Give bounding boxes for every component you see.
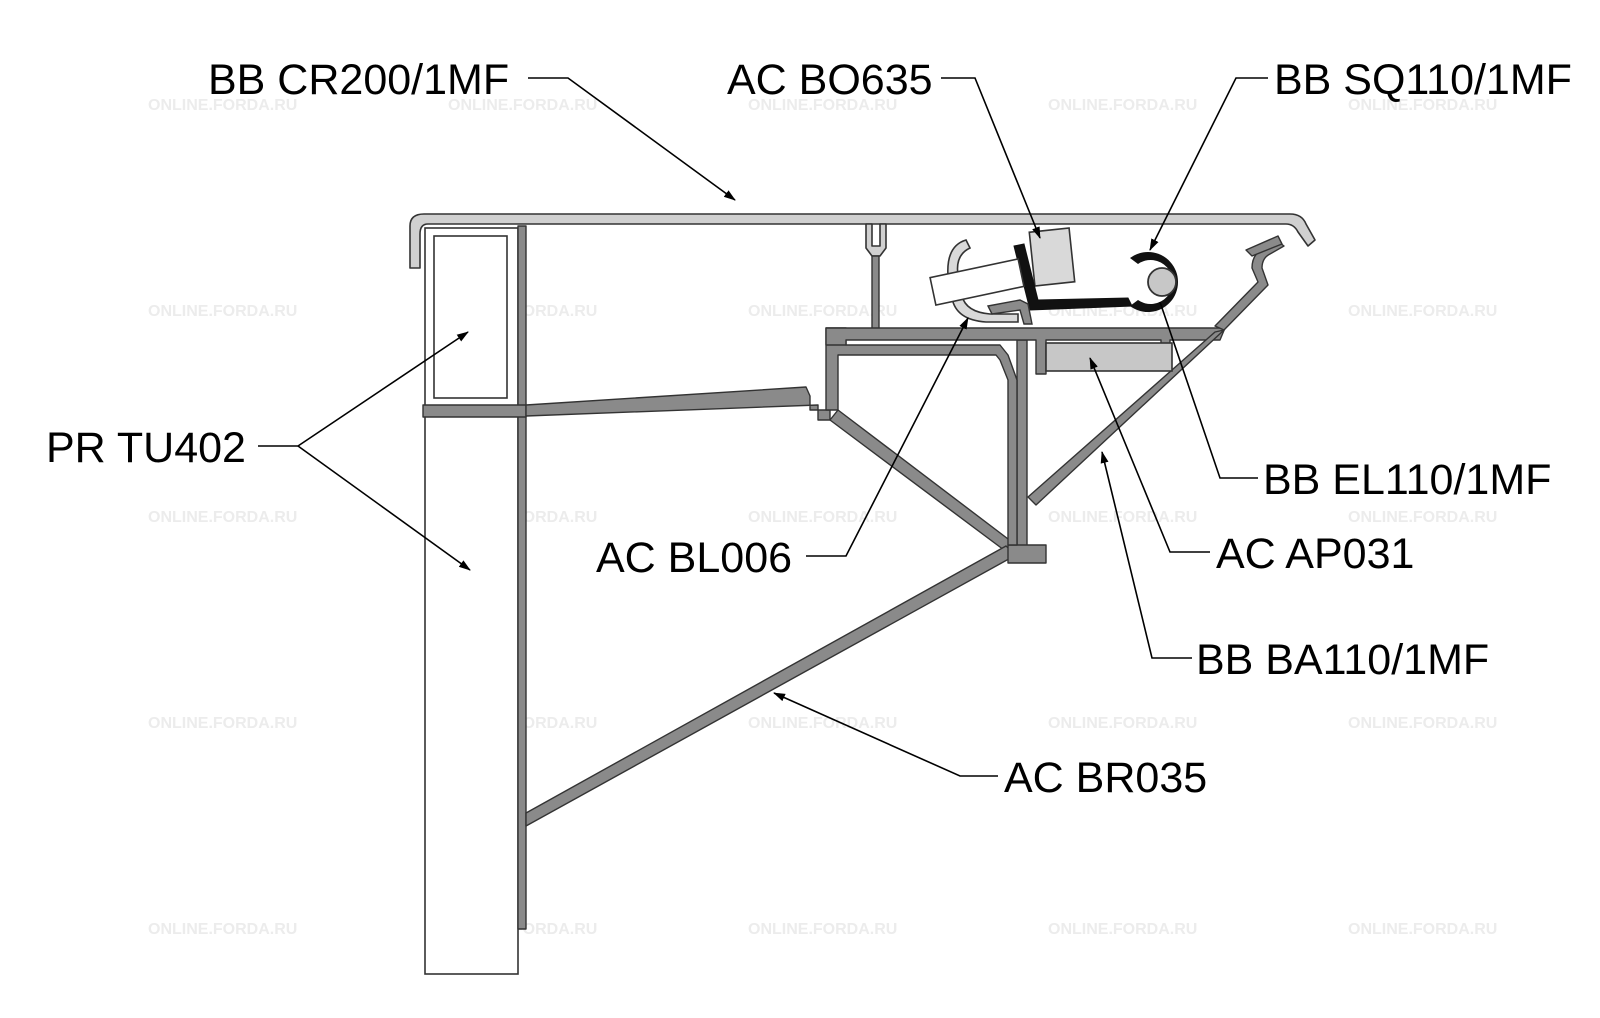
- bracket-post-clamp: [422, 404, 527, 418]
- watermark-text: ONLINE.FORDA.RU: [148, 97, 297, 114]
- tube-outer-clip: [1130, 252, 1179, 313]
- watermark-text: ONLINE.FORDA.RU: [1348, 303, 1497, 320]
- post-pr-tu402: [424, 227, 519, 975]
- cover-center-clip: [865, 223, 887, 257]
- label-bb-cr200: BB CR200/1MF: [208, 56, 509, 104]
- label-bb-sq110: BB SQ110/1MF: [1274, 56, 1572, 104]
- tube-bb-sq110: [1130, 252, 1179, 313]
- leader-ac-ap031: [1089, 357, 1210, 553]
- leader-bb-ba110: [1100, 451, 1192, 659]
- watermark-text: ONLINE.FORDA.RU: [748, 509, 897, 526]
- watermark-text: ONLINE.FORDA.RU: [448, 97, 597, 114]
- watermark-text: ONLINE.FORDA.RU: [1348, 509, 1497, 526]
- clip-ac-bl006: [929, 239, 1033, 325]
- cover-center-stem: [871, 255, 880, 337]
- bracket-vertical-wall: [517, 225, 527, 930]
- watermark-text: ONLINE.FORDA.RU: [748, 303, 897, 320]
- leader-bb-cr200: [528, 77, 736, 201]
- watermark-text: ONLINE.FORDA.RU: [748, 921, 897, 938]
- leader-bb-sq110: [1149, 77, 1268, 251]
- bracket-upper-arm: [525, 386, 831, 421]
- cassette-body: [825, 235, 1285, 506]
- bracket-lower-strut: [525, 545, 1017, 827]
- watermark-text: ONLINE.FORDA.RU: [148, 715, 297, 732]
- bracket-seat: [825, 327, 1018, 546]
- watermark-text: ONLINE.FORDA.RU: [1048, 509, 1197, 526]
- leader-ac-bo635: [941, 77, 1041, 239]
- watermark-text: ONLINE.FORDA.RU: [148, 303, 297, 320]
- leader-ac-br035: [773, 692, 998, 777]
- watermark-text: ONLINE.FORDA.RU: [1048, 97, 1197, 114]
- label-ac-bo635: AC BO635: [727, 56, 933, 104]
- holder-ac-bo635: [1013, 227, 1133, 311]
- label-pr-tu402: PR TU402: [46, 424, 246, 472]
- clip-tongue: [986, 299, 1033, 325]
- label-bb-ba110: BB BA110/1MF: [1196, 636, 1489, 684]
- label-bb-el110: BB EL110/1MF: [1263, 456, 1551, 504]
- clip-hook: [947, 239, 1019, 323]
- bracket-ac-br035: [422, 225, 1047, 930]
- watermark-text: ONLINE.FORDA.RU: [1348, 921, 1497, 938]
- leader-ac-bl006: [806, 317, 969, 557]
- label-ac-br035: AC BR035: [1004, 754, 1207, 802]
- watermark-text: ONLINE.FORDA.RU: [1348, 715, 1497, 732]
- tube-core: [1147, 267, 1177, 297]
- leader-pr-tu402-lower: [297, 445, 471, 571]
- cover-top-plate: [409, 213, 1316, 269]
- label-ac-ap031: AC AP031: [1216, 530, 1414, 578]
- label-ac-bl006: AC BL006: [596, 534, 792, 582]
- insert-ac-ap031: [1045, 342, 1173, 372]
- post-inner-chamber: [433, 235, 508, 399]
- bracket-foot: [1007, 544, 1047, 564]
- watermark-text: ONLINE.FORDA.RU: [748, 715, 897, 732]
- watermark-text: ONLINE.FORDA.RU: [148, 921, 297, 938]
- holder-block: [1028, 227, 1076, 287]
- watermark-text: ONLINE.FORDA.RU: [1048, 921, 1197, 938]
- cassette-inner-hook: [1245, 235, 1283, 257]
- clip-plate: [929, 258, 1025, 306]
- cassette-right-wall: [1027, 329, 1225, 506]
- part-labels: BB CR200/1MF AC BO635 BB SQ110/1MF PR TU…: [46, 56, 1572, 802]
- watermark-text: ONLINE.FORDA.RU: [148, 509, 297, 526]
- watermark-text: ONLINE.FORDA.RU: [1348, 97, 1497, 114]
- watermark-text: ONLINE.FORDA.RU: [1048, 715, 1197, 732]
- cassette-bottom-rail: [825, 327, 1226, 375]
- watermark-text: ONLINE.FORDA.RU: [748, 97, 897, 114]
- leader-bb-el110: [1159, 301, 1258, 479]
- leader-lines: [258, 77, 1268, 777]
- bracket-carrier-column: [1016, 339, 1028, 556]
